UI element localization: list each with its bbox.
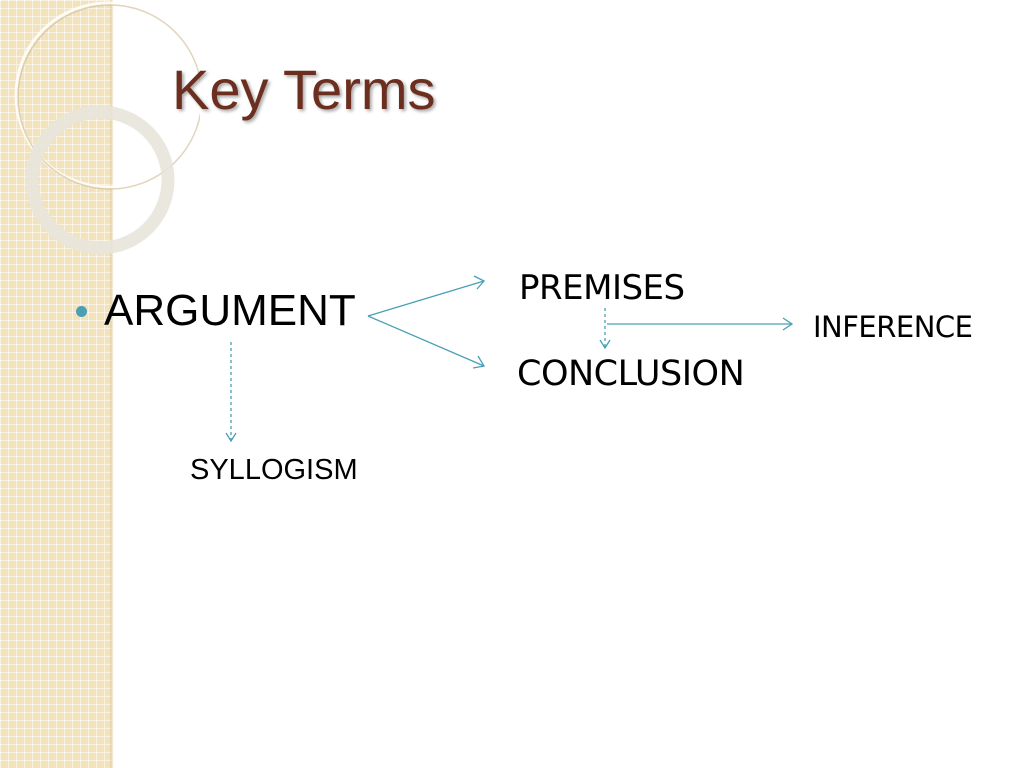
slide-title: Key Terms [172,58,436,121]
term-conclusion: CONCLUSION [517,354,745,394]
decorative-ring-large-shadow [17,4,200,190]
term-premises: PREMISES [519,268,685,308]
decorative-ring-small [25,105,175,255]
arrow-premises-to-inference-head [782,317,794,331]
term-inference: INFERENCE [813,310,973,344]
term-argument: ARGUMENT [104,286,356,335]
decorative-ring-large [14,1,200,189]
arrow-argument-to-premises-head [473,275,486,290]
arrow-argument-to-syllogism-head [225,432,237,443]
arrow-premises-to-conclusion-head [599,339,611,350]
bullet-icon [76,306,87,317]
decorative-rings [14,1,200,255]
term-syllogism: SYLLOGISM [190,454,358,486]
arrow-argument-to-premises [367,280,485,317]
sidebar-edge [110,0,114,768]
arrow-argument-to-conclusion [367,315,485,367]
arrow-argument-to-conclusion-head [472,355,486,369]
